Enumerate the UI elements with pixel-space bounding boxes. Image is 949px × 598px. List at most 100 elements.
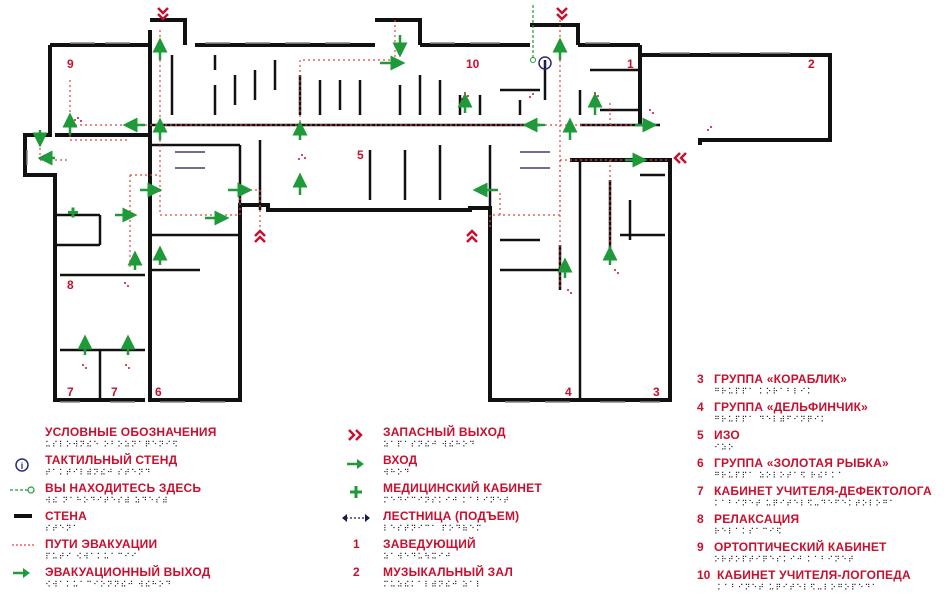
evacuation-path-icon xyxy=(12,540,34,550)
legend-item: ТАКТИЛЬНЫЙ СТЕНД ⠞⠁⠅⠞⠊⠇⠾⠝⠮⠚ ⠎⠞⠑⠝⠙ xyxy=(45,453,177,481)
legend-title: ПУТИ ЭВАКУАЦИИ xyxy=(45,537,158,551)
legend-braille: ⠍⠑⠙⠊⠉⠊⠝⠎⠅⠊⠚ ⠅⠁⠃⠊⠝⠑⠞ xyxy=(383,496,511,505)
evacuation-paths xyxy=(39,20,670,290)
legend-item: ИЗО ⠊⠵⠕ xyxy=(714,428,740,456)
legend-braille: ⠅⠁⠃⠊⠝⠑⠞ ⠥⠟⠊⠞⠑⠇⠫⠤⠇⠕⠛⠕⠏⠑⠙⠁ xyxy=(717,583,879,592)
room-number-7b: 7 xyxy=(111,385,118,399)
legend-braille: ⠎⠞⠑⠝⠁ xyxy=(45,524,80,533)
you-are-here-icon xyxy=(10,484,36,496)
legend-number: 8 xyxy=(697,512,704,526)
legend-number: 6 xyxy=(697,456,704,470)
interior-walls xyxy=(55,55,665,400)
legend-braille: ⠛⠗⠥⠏⠏⠁ ⠅⠕⠗⠁⠃⠇⠊⠅ xyxy=(714,387,814,396)
legend-braille: ⠪⠺⠁⠅⠥⠁⠉⠊⠕⠝⠝⠮⠚ ⠺⠮⠓⠕⠙ xyxy=(45,580,173,589)
room-number-6: 6 xyxy=(155,385,162,399)
spare-exit-chevrons xyxy=(157,7,687,243)
legend-number: 7 xyxy=(697,484,704,498)
braille-markers xyxy=(74,92,712,369)
legend-title: РЕЛАКСАЦИЯ xyxy=(714,512,800,526)
legend-title: СТЕНА xyxy=(45,509,88,523)
legend-braille: ⠺⠓⠕⠙ xyxy=(383,468,411,477)
legend-braille: ⠗⠑⠇⠁⠅⠎⠁⠉⠊⠫ xyxy=(714,527,783,536)
legend-braille: ⠅⠁⠃⠊⠝⠑⠞ ⠥⠟⠊⠞⠑⠇⠫⠤⠙⠑⠋⠑⠅⠞⠕⠇⠕⠛⠁ xyxy=(714,499,896,508)
medical-cross-icon xyxy=(349,485,363,499)
legend-item: КАБИНЕТ УЧИТЕЛЯ-ДЕФЕКТОЛОГА ⠅⠁⠃⠊⠝⠑⠞ ⠥⠟⠊⠞… xyxy=(714,484,932,512)
legend-number: 5 xyxy=(697,428,704,442)
legend-braille: ⠺⠮ ⠝⠁⠓⠕⠙⠊⠞⠑⠎⠾ ⠵⠙⠑⠎⠾ xyxy=(45,496,169,505)
legend-braille: ⠵⠁⠏⠁⠎⠝⠮⠚ ⠺⠮⠓⠕⠙ xyxy=(383,440,476,449)
legend-title: ЗАПАСНЫЙ ВЫХОД xyxy=(383,425,506,439)
legend-braille: ⠞⠁⠅⠞⠊⠇⠾⠝⠮⠚ ⠎⠞⠑⠝⠙ xyxy=(45,468,152,477)
entrance-arrow-icon xyxy=(346,458,366,470)
legend-braille: ⠍⠥⠵⠮⠅⠁⠇⠾⠝⠮⠚ ⠵⠁⠇ xyxy=(383,580,483,589)
room-number-4: 4 xyxy=(565,385,572,399)
windows xyxy=(26,42,790,403)
legend-title: ОРТОПТИЧЕСКИЙ КАБИНЕТ xyxy=(714,540,887,554)
evacuation-exit-arrow-icon xyxy=(12,567,32,579)
room-number-2: 2 xyxy=(808,57,815,71)
legend-number: 2 xyxy=(353,565,360,579)
legend-number: 10 xyxy=(697,568,711,582)
stairs-icon xyxy=(342,512,370,524)
legend-item: ВЫ НАХОДИТЕСЬ ЗДЕСЬ ⠺⠮ ⠝⠁⠓⠕⠙⠊⠞⠑⠎⠾ ⠵⠙⠑⠎⠾ xyxy=(45,481,201,509)
room-number-9: 9 xyxy=(67,57,74,71)
legend-item: ГРУППА «ДЕЛЬФИНЧИК» ⠛⠗⠥⠏⠏⠁ ⠙⠑⠇⠾⠋⠊⠝⠟⠊⠅ xyxy=(714,400,868,428)
legend-title: КАБИНЕТ УЧИТЕЛЯ-ДЕФЕКТОЛОГА xyxy=(714,484,932,498)
svg-text:i: i xyxy=(21,461,24,471)
stairs-symbols xyxy=(175,151,550,169)
room-number-7a: 7 xyxy=(67,385,74,399)
room-number-1: 1 xyxy=(627,57,634,71)
legend-title: МЕДИЦИНСКИЙ КАБИНЕТ xyxy=(383,481,542,495)
legend-title: ГРУППА «КОРАБЛИК» xyxy=(714,372,848,386)
legend-number: 3 xyxy=(697,372,704,386)
legend-title: ВХОД xyxy=(383,453,418,467)
legend-number: 4 xyxy=(697,400,704,414)
evacuation-arrows xyxy=(32,35,658,355)
legend-item: СТЕНА ⠎⠞⠑⠝⠁ xyxy=(45,509,87,537)
legend-title: МУЗЫКАЛЬНЫЙ ЗАЛ xyxy=(383,565,514,579)
room-number-8: 8 xyxy=(67,278,74,292)
legend-item: УСЛОВНЫЕ ОБОЗНАЧЕНИЯ ⠥⠎⠇⠕⠺⠝⠮⠑ ⠕⠃⠕⠵⠝⠁⠟⠑⠝⠊… xyxy=(45,425,217,453)
legend-item: ЭВАКУАЦИОННЫЙ ВЫХОД ⠪⠺⠁⠅⠥⠁⠉⠊⠕⠝⠝⠮⠚ ⠺⠮⠓⠕⠙ xyxy=(45,565,211,593)
legend-braille: ⠵⠁⠺⠑⠙⠥⠳⠭⠊⠚ xyxy=(383,552,452,561)
wall-icon xyxy=(14,512,32,522)
legend-title: ИЗО xyxy=(714,428,740,442)
legend-item: ГРУППА «КОРАБЛИК» ⠛⠗⠥⠏⠏⠁ ⠅⠕⠗⠁⠃⠇⠊⠅ xyxy=(714,372,847,400)
medical-cross-symbol xyxy=(68,207,78,218)
legend-title: ГРУППА «ЗОЛОТАЯ РЫБКА» xyxy=(714,456,889,470)
room-number-10: 10 xyxy=(466,57,480,71)
legend-braille: ⠛⠗⠥⠏⠏⠁ ⠵⠕⠇⠕⠞⠁⠫ ⠗⠮⠃⠅⠁ xyxy=(714,471,845,480)
legend-item: МЕДИЦИНСКИЙ КАБИНЕТ ⠍⠑⠙⠊⠉⠊⠝⠎⠅⠊⠚ ⠅⠁⠃⠊⠝⠑⠞ xyxy=(383,481,542,509)
legend-item: ВХОД ⠺⠓⠕⠙ xyxy=(383,453,417,481)
spare-exit-icon xyxy=(346,428,366,442)
legend-item: МУЗЫКАЛЬНЫЙ ЗАЛ ⠍⠥⠵⠮⠅⠁⠇⠾⠝⠮⠚ ⠵⠁⠇ xyxy=(383,565,513,593)
legend-item: КАБИНЕТ УЧИТЕЛЯ-ЛОГОПЕДА ⠅⠁⠃⠊⠝⠑⠞ ⠥⠟⠊⠞⠑⠇⠫… xyxy=(717,568,911,596)
legend-item: ЗАВЕДУЮЩИЙ ⠵⠁⠺⠑⠙⠥⠳⠭⠊⠚ xyxy=(383,537,476,565)
info-icon: i xyxy=(14,457,30,473)
info-stand: i xyxy=(530,5,552,70)
legend-item: РЕЛАКСАЦИЯ ⠗⠑⠇⠁⠅⠎⠁⠉⠊⠫ xyxy=(714,512,799,540)
legend-number: 9 xyxy=(697,540,704,554)
legend-item: ПУТИ ЭВАКУАЦИИ ⠏⠥⠞⠊ ⠪⠺⠁⠅⠥⠁⠉⠊⠊ xyxy=(45,537,157,565)
legend-braille: ⠏⠥⠞⠊ ⠪⠺⠁⠅⠥⠁⠉⠊⠊ xyxy=(45,552,138,561)
svg-text:i: i xyxy=(544,59,547,69)
walls xyxy=(23,18,832,402)
legend-braille: ⠕⠗⠞⠕⠏⠞⠊⠟⠑⠎⠅⠊⠚ ⠅⠁⠃⠊⠝⠑⠞ xyxy=(714,555,855,564)
legend-number: 1 xyxy=(353,537,360,551)
legend-title: УСЛОВНЫЕ ОБОЗНАЧЕНИЯ xyxy=(45,425,217,439)
legend-braille: ⠥⠎⠇⠕⠺⠝⠮⠑ ⠕⠃⠕⠵⠝⠁⠟⠑⠝⠊⠫ xyxy=(45,440,179,449)
legend-item: ЗАПАСНЫЙ ВЫХОД ⠵⠁⠏⠁⠎⠝⠮⠚ ⠺⠮⠓⠕⠙ xyxy=(383,425,506,453)
legend-item: ГРУППА «ЗОЛОТАЯ РЫБКА» ⠛⠗⠥⠏⠏⠁ ⠵⠕⠇⠕⠞⠁⠫ ⠗⠮… xyxy=(714,456,889,484)
legend-item: ЛЕСТНИЦА (ПОДЪЕМ) ⠇⠑⠎⠞⠝⠊⠉⠁ ⠏⠕⠙⠷⠑⠍ xyxy=(383,509,519,537)
legend-title: ГРУППА «ДЕЛЬФИНЧИК» xyxy=(714,400,869,414)
legend-title: ВЫ НАХОДИТЕСЬ ЗДЕСЬ xyxy=(45,481,202,495)
legend-title: ЛЕСТНИЦА (ПОДЪЕМ) xyxy=(383,509,520,523)
legend-title: ЭВАКУАЦИОННЫЙ ВЫХОД xyxy=(45,565,211,579)
legend-item: ОРТОПТИЧЕСКИЙ КАБИНЕТ ⠕⠗⠞⠕⠏⠞⠊⠟⠑⠎⠅⠊⠚ ⠅⠁⠃⠊… xyxy=(714,540,887,568)
legend-title: ЗАВЕДУЮЩИЙ xyxy=(383,537,476,551)
room-number-5: 5 xyxy=(357,148,364,162)
legend-title: КАБИНЕТ УЧИТЕЛЯ-ЛОГОПЕДА xyxy=(717,568,911,582)
legend-braille: ⠊⠵⠕ xyxy=(714,443,735,452)
legend-braille: ⠇⠑⠎⠞⠝⠊⠉⠁ ⠏⠕⠙⠷⠑⠍ xyxy=(383,524,483,533)
